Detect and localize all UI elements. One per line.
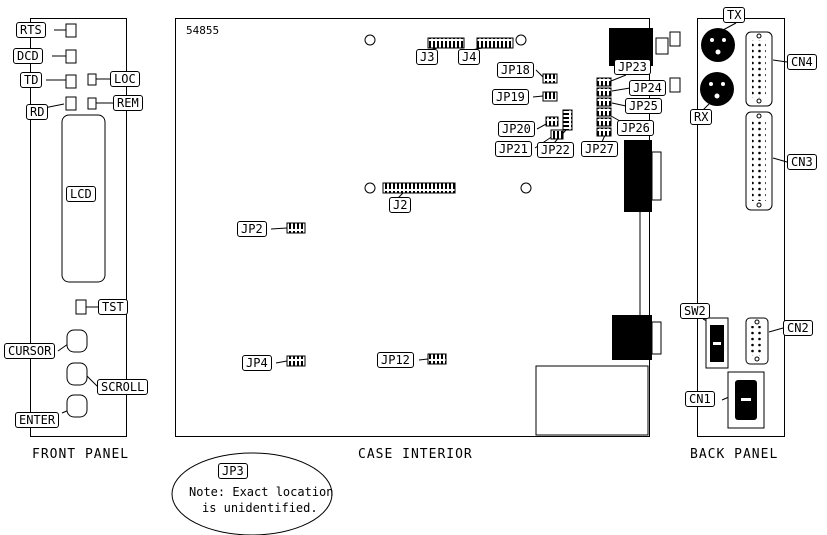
- board-number: 54855: [186, 24, 220, 37]
- label-j3: J3: [416, 49, 439, 65]
- label-jp19: JP19: [492, 89, 529, 105]
- tx-jack-body: [669, 31, 681, 47]
- label-enter: ENTER: [15, 412, 60, 428]
- label-scroll: SCROLL: [97, 379, 149, 395]
- bottom-right-connector-block: [612, 315, 652, 360]
- note-text-line2: is unidentified.: [202, 501, 318, 515]
- rd-led: [65, 96, 77, 111]
- label-j4: J4: [458, 49, 481, 65]
- label-lcd: LCD: [66, 186, 96, 202]
- db25-connector-body: [624, 140, 652, 212]
- db25-connector-face: [651, 151, 662, 201]
- label-td: TD: [20, 72, 43, 88]
- label-jp27: JP27: [581, 141, 618, 157]
- dcd-led: [65, 49, 77, 64]
- jp19-connector: [542, 91, 558, 102]
- pin-headers: [259, 37, 612, 477]
- td-led: [65, 74, 77, 89]
- rx-din-connector: [700, 72, 734, 106]
- rem-led: [87, 97, 97, 110]
- label-jp22: JP22: [537, 142, 574, 158]
- label-cn2: CN2: [783, 320, 813, 336]
- label-rem: REM: [113, 95, 143, 111]
- label-jp4: JP4: [242, 355, 272, 371]
- spare-jumper-connector: [596, 127, 612, 137]
- note-balloon: [171, 452, 333, 535]
- front-panel-leds: [65, 23, 97, 111]
- label-cn4: CN4: [787, 54, 817, 70]
- label-jp3: JP3: [218, 463, 248, 479]
- front-panel-title: FRONT PANEL: [32, 447, 130, 462]
- label-j2: J2: [389, 197, 412, 213]
- label-dcd: DCD: [13, 48, 43, 64]
- label-tst: TST: [98, 299, 128, 315]
- label-jp12: JP12: [377, 352, 414, 368]
- back-panel-title: BACK PANEL: [690, 447, 779, 462]
- top-right-jack: [655, 37, 669, 55]
- label-loc: LOC: [110, 71, 140, 87]
- cn1-power-inlet: [727, 371, 765, 429]
- jp20-connector: [545, 116, 559, 127]
- label-jp23: JP23: [614, 59, 651, 75]
- loc-led: [87, 73, 97, 86]
- jp21-connector: [550, 129, 564, 140]
- label-jp24: JP24: [629, 80, 666, 96]
- power-supply-area: [535, 365, 649, 436]
- tst-led: [75, 299, 87, 315]
- j4-connector: [476, 37, 514, 49]
- label-jp26: JP26: [617, 120, 654, 136]
- jp23-connector: [596, 77, 612, 87]
- rts-led: [65, 23, 77, 38]
- jp4-connector: [286, 355, 306, 367]
- jp27-connector: [596, 117, 612, 127]
- cn2-db9-connector: [745, 317, 769, 365]
- jp24-connector: [596, 87, 612, 97]
- bottom-right-connector-face: [651, 321, 662, 355]
- label-cn1: CN1: [685, 391, 715, 407]
- scroll-button: [66, 362, 88, 386]
- label-jp18: JP18: [497, 62, 534, 78]
- cn3-db25-connector: [745, 111, 773, 211]
- j3-connector: [427, 37, 465, 49]
- label-jp20: JP20: [498, 121, 535, 137]
- label-jp25: JP25: [625, 98, 662, 114]
- label-sw2: SW2: [680, 303, 710, 319]
- j2-connector: [382, 182, 456, 194]
- label-cursor: CURSOR: [4, 343, 56, 359]
- case-interior-title: CASE INTERIOR: [358, 447, 473, 462]
- label-cn3: CN3: [787, 154, 817, 170]
- rx-jack-body: [669, 77, 681, 93]
- label-jp2: JP2: [237, 221, 267, 237]
- sw2-power-switch: [705, 317, 729, 369]
- label-rd: RD: [26, 104, 49, 120]
- jp18-connector: [542, 73, 558, 84]
- cursor-button: [66, 329, 88, 353]
- jp2-connector: [286, 222, 306, 234]
- tx-din-connector: [701, 28, 735, 62]
- jp26-connector: [596, 107, 612, 117]
- enter-button: [66, 394, 88, 418]
- jp12-connector: [427, 353, 447, 365]
- label-rx: RX: [690, 109, 713, 125]
- jp22-connector: [562, 109, 573, 131]
- label-tx: TX: [723, 7, 746, 23]
- cn4-db25-connector: [745, 31, 773, 107]
- mounting-holes: [364, 34, 532, 194]
- note-text-line1: Note: Exact location: [189, 485, 334, 499]
- label-jp21: JP21: [495, 141, 532, 157]
- jp25-connector: [596, 97, 612, 107]
- label-rts: RTS: [16, 22, 46, 38]
